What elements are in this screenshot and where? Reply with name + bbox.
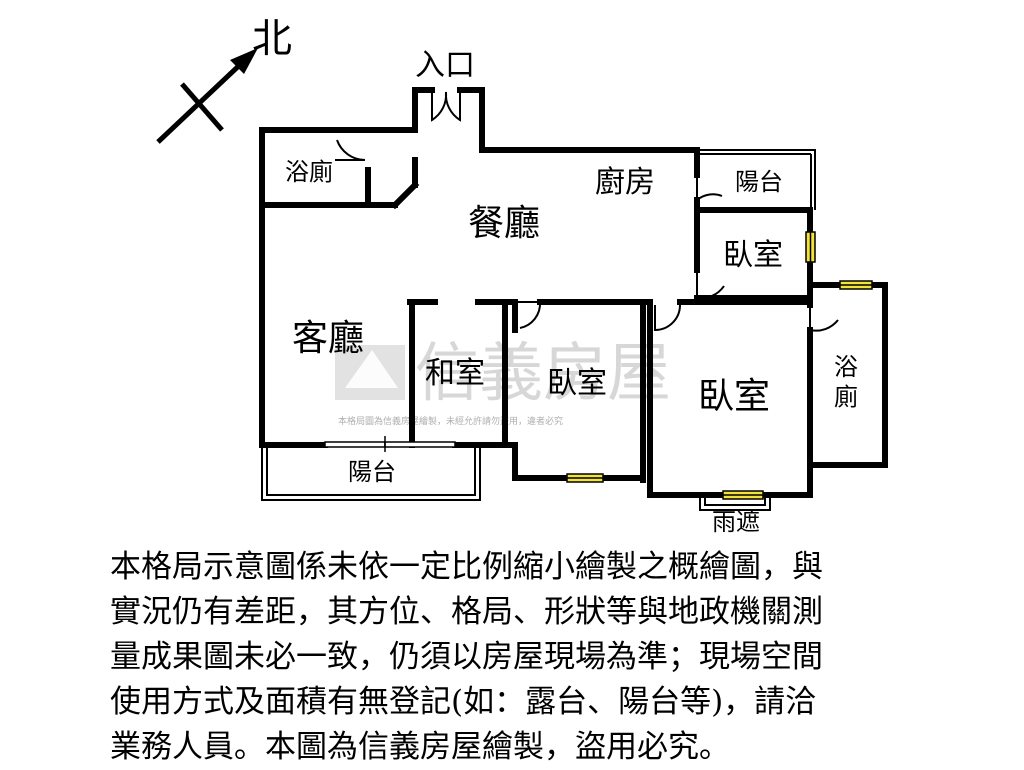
label-bath-right-2: 廁 <box>834 383 858 411</box>
disclaimer-line: 實況仍有差距，其方位、格局、形狀等與地政機關測 <box>110 594 823 630</box>
label-bedroom-middle: 臥室 <box>547 366 607 401</box>
label-bedroom-large: 臥室 <box>698 376 770 417</box>
bath-door-icon <box>335 139 366 161</box>
floor-plan: 北 信義房屋 本格局圖為信義房屋繪製，未經允許請勿盜用，違者必究 <box>156 16 888 536</box>
japanese-room-door-icon <box>515 301 542 329</box>
disclaimer-line: 使用方式及面積有無登記(如：露台、陽台等)，請洽 <box>110 684 817 720</box>
doors <box>335 90 839 332</box>
compass: 北 <box>156 16 292 144</box>
compass-arrow-line <box>156 58 247 144</box>
label-balcony-bottom: 陽台 <box>348 458 396 486</box>
label-balcony-top: 陽台 <box>735 168 783 196</box>
bath-right-door-icon <box>809 305 839 332</box>
room-labels: 入口 浴廁 廚房 陽台 餐廳 臥室 客廳 和室 臥室 臥室 浴 廁 陽台 雨遮 <box>285 48 858 536</box>
watermark-logo-mark-icon <box>345 350 398 388</box>
thin-outlines <box>261 149 816 511</box>
label-bedroom-right-upper: 臥室 <box>723 238 783 273</box>
compass-arrow-head <box>230 48 258 74</box>
label-bath-right-1: 浴 <box>834 353 858 381</box>
disclaimer-text: 本格局示意圖係未依一定比例縮小繪製之概繪圖，與 實況仍有差距，其方位、格局、形狀… <box>110 545 910 770</box>
kitchen-balcony-door-icon <box>696 175 723 203</box>
label-entrance: 入口 <box>415 48 475 83</box>
watermark-notice: 本格局圖為信義房屋繪製，未經允許請勿盜用，違者必究 <box>338 415 563 427</box>
disclaimer-line: 量成果圖未必一致，仍須以房屋現場為準；現場空間 <box>110 639 823 675</box>
walls <box>259 87 888 498</box>
label-canopy: 雨遮 <box>712 508 760 536</box>
label-kitchen: 廚房 <box>595 165 655 200</box>
watermark-brand: 信義房屋 <box>415 337 671 411</box>
entrance-door-icon <box>431 90 448 122</box>
label-bath-top-left: 浴廁 <box>285 158 333 186</box>
sliding-doors <box>324 436 456 452</box>
bedroom-middle-door-icon <box>654 304 681 332</box>
windows <box>566 231 873 500</box>
disclaimer-line: 業務人員。本圖為信義房屋繪製，盜用必究。 <box>110 729 730 765</box>
label-japanese-room: 和室 <box>425 356 485 391</box>
label-living: 客廳 <box>292 318 364 359</box>
compass-north-label: 北 <box>252 16 292 62</box>
bedroom-upper-door-icon <box>696 270 725 300</box>
label-dining: 餐廳 <box>468 203 540 244</box>
compass-cross-line <box>180 82 224 132</box>
disclaimer-line: 本格局示意圖係未依一定比例縮小繪製之概繪圖，與 <box>110 549 823 585</box>
watermark: 信義房屋 本格局圖為信義房屋繪製，未經允許請勿盜用，違者必究 <box>335 337 671 427</box>
